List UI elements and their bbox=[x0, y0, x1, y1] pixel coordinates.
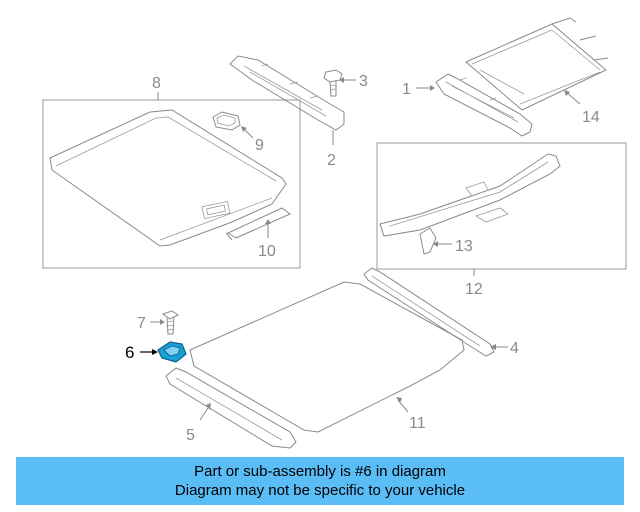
callout-9[interactable]: 9 bbox=[255, 137, 264, 154]
part-6-highlighted[interactable]: 6 bbox=[125, 341, 187, 363]
callout-8[interactable]: 8 bbox=[152, 75, 161, 92]
callout-14[interactable]: 14 bbox=[582, 109, 600, 126]
callout-6[interactable]: 6 bbox=[125, 343, 134, 362]
callout-10[interactable]: 10 bbox=[258, 243, 276, 260]
parts-diagram: 8 9 10 2 3 bbox=[42, 17, 627, 449]
part-10: 10 bbox=[225, 207, 291, 260]
banner-line-2: Diagram may not be specific to your vehi… bbox=[174, 482, 466, 499]
group-box-12 bbox=[376, 142, 627, 270]
callout-12[interactable]: 12 bbox=[465, 281, 483, 298]
banner-line-1: Part or sub-assembly is #6 in diagram bbox=[194, 463, 446, 480]
callout-7[interactable]: 7 bbox=[137, 315, 146, 332]
callout-5[interactable]: 5 bbox=[186, 427, 195, 444]
part-4: 4 bbox=[363, 267, 519, 357]
callout-1[interactable]: 1 bbox=[402, 81, 411, 98]
info-banner: Part or sub-assembly is #6 in diagram Di… bbox=[16, 457, 624, 505]
part-8-group: 8 bbox=[42, 75, 301, 269]
part-1-14: 1 14 bbox=[402, 17, 609, 137]
part-9: 9 bbox=[212, 111, 264, 154]
part-12-group: 13 12 bbox=[376, 142, 627, 298]
part-5: 5 bbox=[165, 367, 297, 449]
part-3: 3 bbox=[323, 69, 368, 97]
part-11: 11 bbox=[189, 281, 465, 433]
callout-2[interactable]: 2 bbox=[327, 152, 336, 169]
cargo-board bbox=[49, 109, 287, 247]
callout-3[interactable]: 3 bbox=[359, 73, 368, 90]
callout-4[interactable]: 4 bbox=[510, 340, 519, 357]
part-7: 7 bbox=[137, 310, 179, 335]
group-box-8 bbox=[42, 99, 301, 269]
callout-13[interactable]: 13 bbox=[455, 238, 473, 255]
part-2: 2 bbox=[229, 55, 345, 169]
callout-11[interactable]: 11 bbox=[409, 415, 426, 432]
